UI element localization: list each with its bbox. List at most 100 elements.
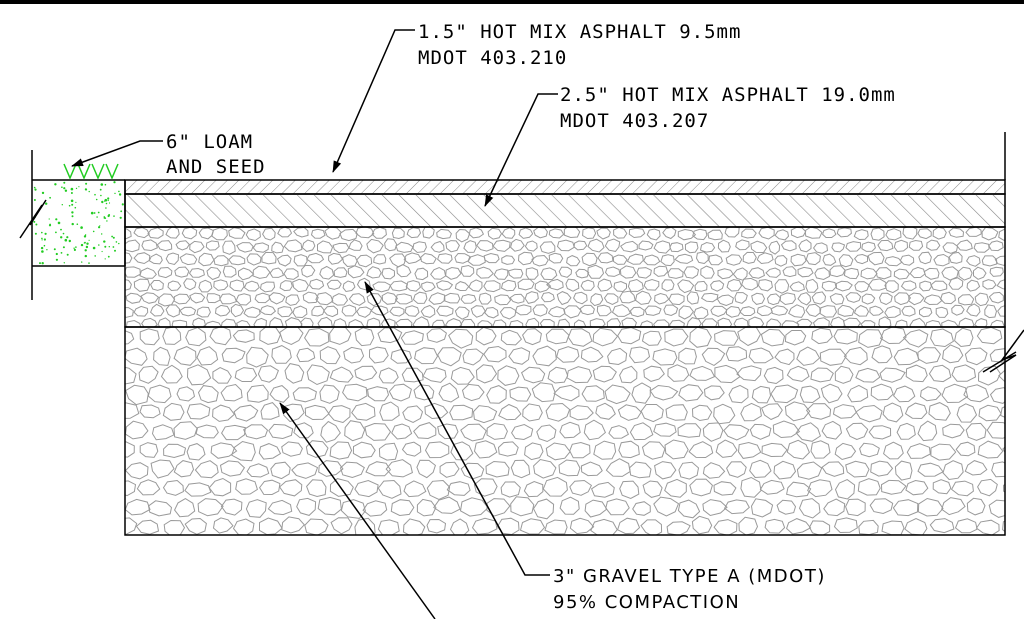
aggregate-stone [246,253,262,266]
aggregate-stone [284,363,305,384]
aggregate-stone [475,364,498,384]
aggregate-stone [219,460,246,477]
aggregate-stone [520,366,546,384]
aggregate-stone [268,423,294,440]
loam-speckle [39,262,41,265]
loam-speckle [71,215,74,218]
aggregate-stone [548,228,565,239]
aggregate-stone [384,238,398,252]
aggregate-stone [437,253,453,264]
aggregate-stone [175,240,190,251]
aggregate-stone [533,458,557,479]
aggregate-stone [471,517,498,535]
loam-speckle [104,245,107,248]
aggregate-stone [929,518,955,534]
aggregate-stone [592,327,619,347]
aggregate-stone [590,481,615,498]
aggregate-stone [973,242,990,253]
aggregate-stone [198,227,214,240]
aggregate-stone [212,404,236,422]
aggregate-stone [278,479,303,497]
aggregate-stone [246,332,262,342]
aggregate-stone [606,318,622,327]
aggregate-stone [339,228,358,242]
aggregate-stone [162,327,182,345]
aggregate-stone [660,254,675,267]
aggregate-stone [951,304,965,316]
loam-speckle [75,187,78,190]
aggregate-stone [636,267,652,279]
aggregate-stone [306,479,327,498]
aggregate-stone [213,255,229,267]
aggregate-stone [617,327,642,345]
aggregate-stone [379,401,400,421]
aggregate-stone [414,347,439,365]
aggregate-stone [228,255,246,266]
aggregate-stone [751,385,772,404]
aggregate-stone [717,268,734,280]
aggregate-stone [125,228,132,240]
aggregate-stone [893,268,911,280]
loam-speckle [115,241,118,243]
aggregate-stone [786,518,812,535]
aggregate-stone [246,346,269,368]
aggregate-stone [426,479,451,501]
aggregate-stone [668,293,685,306]
aggregate-stone [742,251,757,264]
aggregate-stone [884,256,903,267]
leader-lines [71,29,1017,619]
loam-speckle [33,186,36,189]
aggregate-stone [1012,385,1024,403]
aggregate-stone [829,293,845,305]
aggregate-stone [740,476,762,498]
aggregate-stone [886,333,901,343]
aggregate-stone [774,348,795,366]
aggregate-stone [125,239,140,253]
aggregate-stone [388,383,412,402]
aggregate-stone [789,281,805,292]
aggregate-stone [125,292,143,304]
aggregate-stone [449,404,474,421]
aggregate-stone [448,328,474,349]
loam-speckle [41,262,44,265]
aggregate-stone [607,537,629,555]
aggregate-stone [544,519,568,535]
aggregate-stone [629,461,652,479]
aggregate-stone [798,498,821,519]
aggregate-stone [372,281,392,293]
loam-speckle [68,204,71,207]
aggregate-stone [981,255,998,267]
loam-speckle [84,188,87,191]
aggregate-stone [404,305,420,317]
loam-speckle [71,203,74,206]
aggregate-stone [497,441,519,457]
aggregate-stone [799,539,821,554]
aggregate-stone [331,293,349,306]
aggregate-stone [699,241,716,253]
aggregate-stone [590,293,604,307]
loam-speckle [112,246,115,248]
aggregate-stone [524,240,538,252]
aggregate-stone [689,327,712,348]
aggregate-stone [125,366,137,385]
aggregate-stone [340,499,366,519]
aggregate-stone [176,537,198,554]
aggregate-stone [956,239,973,251]
loam-speckle [106,220,108,222]
aggregate-stone [401,367,424,383]
aggregate-stone [653,240,671,254]
loam-speckle [92,246,96,250]
aggregate-stone [300,317,314,327]
aggregate-stone [532,345,557,367]
aggregate-stone [700,265,715,279]
aggregate-stone [342,280,356,293]
aggregate-stone [758,227,775,240]
aggregate-stone [563,305,582,319]
aggregate-stone [165,304,181,318]
aggregate-stone [749,423,772,440]
aggregate-stone [454,281,470,292]
aggregate-stone [713,481,737,496]
aggregate-stone [254,292,270,304]
hma-surface-layer [124,179,1006,195]
aggregate-stone [236,242,254,253]
